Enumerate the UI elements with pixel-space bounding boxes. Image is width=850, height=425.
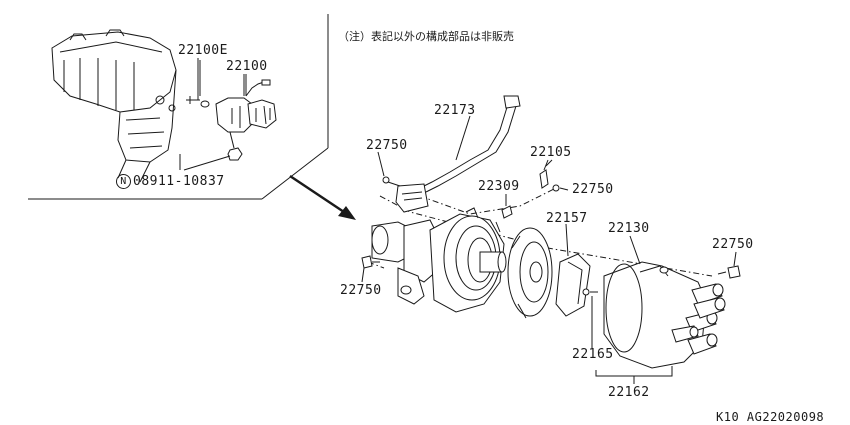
clip-22309 — [501, 205, 513, 219]
assembly-line-top — [419, 185, 561, 215]
screw-22750-left — [361, 255, 380, 269]
n-circle-icon: N — [116, 174, 131, 189]
label-22309: 22309 — [478, 179, 520, 194]
note-text: （注）表記以外の構成部品は非販売 — [338, 30, 514, 43]
label-08911-code: 08911-10837 — [133, 174, 225, 189]
label-22750-b: 22750 — [572, 182, 614, 197]
engine-sketch — [51, 29, 177, 183]
cap-22162 — [603, 261, 726, 369]
label-22105: 22105 — [530, 145, 572, 160]
rotor-plate — [507, 227, 553, 319]
label-22165: 22165 — [572, 347, 614, 362]
label-22750-c: 22750 — [712, 237, 754, 252]
label-22100E: 22100E — [178, 43, 228, 58]
distributor-body — [371, 207, 507, 313]
direction-arrow — [289, 174, 356, 220]
label-22750-a: 22750 — [366, 138, 408, 153]
label-22130: 22130 — [608, 221, 650, 236]
harness-22173 — [382, 95, 521, 213]
label-22100: 22100 — [226, 59, 268, 74]
rotor-22157 — [555, 253, 598, 317]
clip-22105 — [539, 159, 560, 192]
label-22157: 22157 — [546, 211, 588, 226]
screw-22750-right — [717, 265, 741, 279]
cap-terminals — [671, 283, 726, 355]
figure-code: K10 AG22020098 — [716, 410, 825, 424]
assembly-line-main — [379, 195, 713, 277]
label-22162: 22162 — [608, 385, 650, 400]
inset-border-diagonal — [261, 147, 329, 200]
label-22173: 22173 — [434, 103, 476, 118]
inset-distributor — [179, 60, 277, 171]
leader-lines — [197, 58, 737, 384]
label-22750-d: 22750 — [340, 283, 382, 298]
